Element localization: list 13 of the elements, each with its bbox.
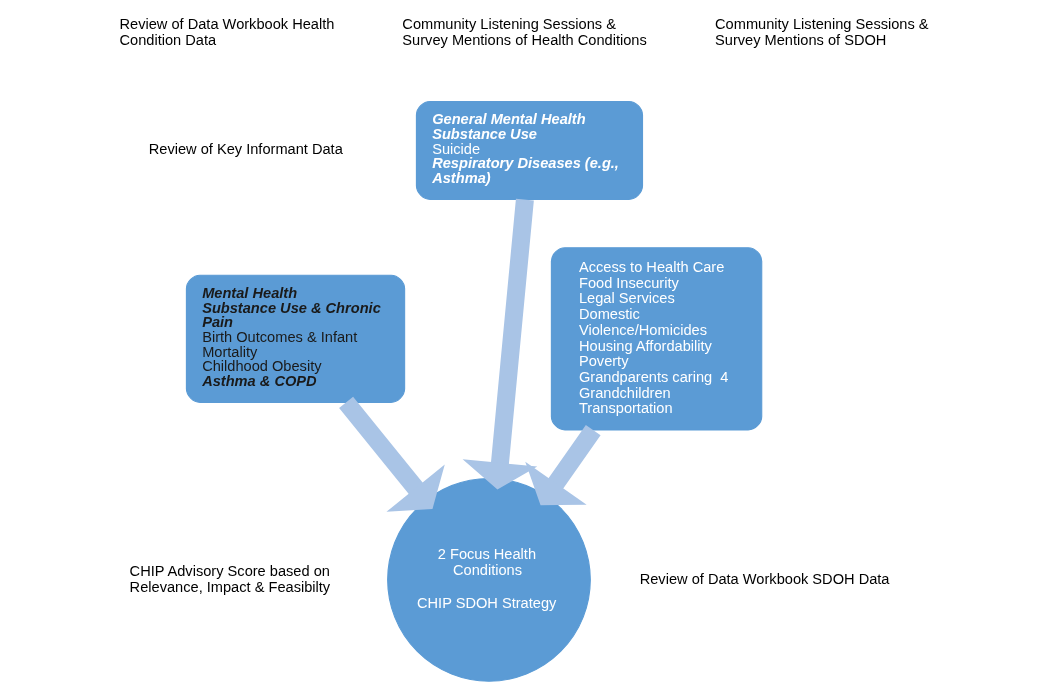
arrow (338, 396, 445, 512)
node-box: Access to Health Care Food Insecurity Legal Services Domestic Violence/Homicides Housing Affordability Poverty Grandparents caring 4 Grandchildren Transportation (550, 247, 762, 431)
node-box: General Mental Health Substance Use Suicide Respiratory Diseases (e.g., Asthma) (415, 100, 643, 200)
arrow (524, 425, 601, 506)
label: CHIP Advisory Score based on Relevance, Impact & Feasibilty (129, 562, 330, 595)
label: Community Listening Sessions & Survey Mentions of SDOH (714, 15, 929, 48)
node-box: Mental Health Substance Use & Chronic Pain Birth Outcomes & Infant Mortality Childhood Obesity Asthma & COPD (185, 274, 405, 403)
node-circle: 2 Focus Health Conditions CHIP SDOH Strategy (386, 477, 591, 682)
label: Review of Key Informant Data (148, 141, 343, 158)
arrow (462, 198, 537, 490)
label: Review of Data Workbook SDOH Data (639, 570, 890, 587)
label: Review of Data Workbook Health Condition Data (119, 15, 334, 48)
label: Community Listening Sessions & Survey Mentions of Health Conditions (401, 15, 647, 48)
